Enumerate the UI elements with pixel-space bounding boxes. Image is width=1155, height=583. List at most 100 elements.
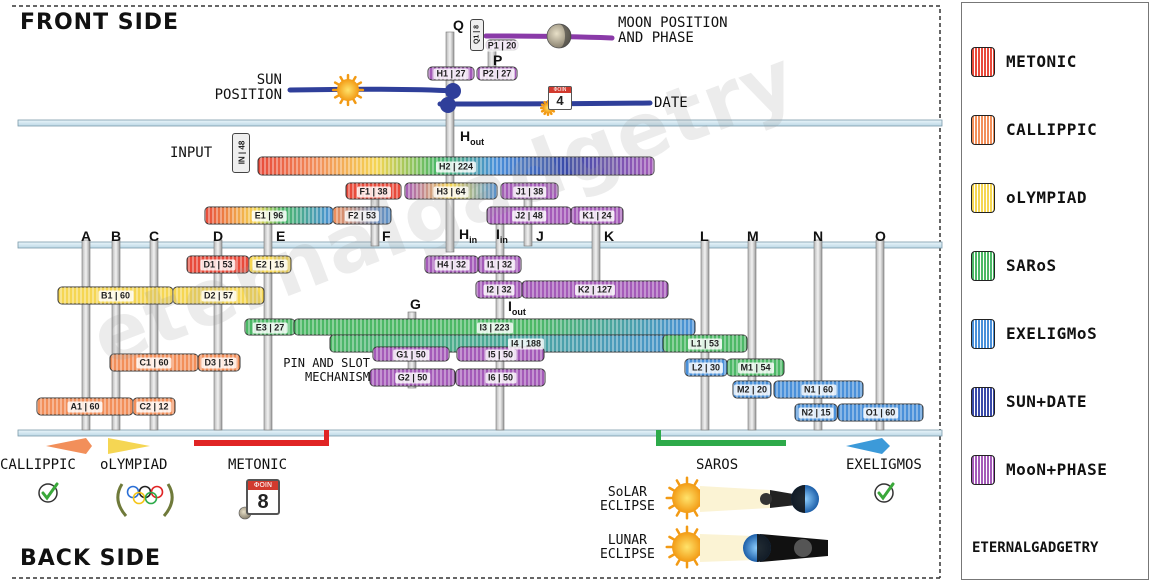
i-in-label: Iin (496, 226, 508, 245)
calendar-month-back: ΦΟΙΝ (248, 481, 278, 490)
i-out-label: Iout (508, 298, 526, 317)
front-frame-border (12, 5, 941, 578)
gear-label-e1: E1 | 96 (251, 210, 287, 222)
axis-letter-l: L (700, 228, 709, 244)
date-pointer-hub (440, 97, 456, 113)
gear-label-k1: K1 | 24 (579, 210, 615, 222)
i-in-main: I (496, 226, 500, 242)
legend-label-6: MooN+PHASE (1006, 460, 1108, 479)
gear-label-l1: L1 | 53 (687, 338, 723, 350)
shaft-n (813, 239, 823, 431)
gear-label-h2: H2 | 224 (435, 161, 477, 172)
legend-swatch-2 (971, 183, 995, 213)
gear-label-m2: M2 | 20 (733, 384, 771, 396)
back-side-title: BACK SIDE (20, 546, 161, 571)
gear-label-c2: C2 | 12 (136, 401, 172, 413)
legend-swatch-0 (971, 47, 995, 77)
gear-label-i6: I6 | 50 (484, 372, 517, 384)
shaft-m (747, 239, 757, 431)
gear-label-c1: C1 | 60 (136, 357, 172, 369)
h-in-main: H (459, 226, 470, 242)
gear-label-e2: E2 | 15 (252, 259, 288, 271)
gear-label-j1: J1 | 38 (512, 186, 547, 197)
shaft-b (111, 239, 121, 431)
exeligmos-check-icon (874, 482, 895, 503)
pin-slot-label: PIN AND SLOT MECHANISM (283, 356, 370, 384)
metonic-label: METONIC (228, 457, 288, 473)
olympiad-label: oLYMPIAD (100, 457, 168, 473)
middle-plate (17, 241, 943, 249)
axis-letter-b: B (111, 228, 122, 244)
moon-position-label: MOON POSITION AND PHASE (618, 15, 728, 46)
legend-label-4: EXELIGMoS (1006, 324, 1098, 343)
gear-label-i3: I3 | 223 (476, 322, 513, 333)
input-crank-knob[interactable]: IN | 48 (232, 133, 250, 173)
gear-label-h3: H3 | 64 (433, 186, 469, 197)
legend-swatch-6 (971, 455, 995, 485)
axis-letter-o: O (875, 228, 886, 244)
q1-gear-label: Q1 | 8 (473, 24, 481, 45)
gear-label-d2: D2 | 57 (200, 290, 237, 302)
axis-letter-k: K (604, 228, 615, 244)
frame-plates (12, 5, 943, 579)
h-out-main: H (460, 128, 471, 144)
axis-letter-a: A (81, 228, 92, 244)
gear-label-e3: E3 | 27 (252, 322, 288, 333)
shaft-a (81, 239, 91, 431)
callippic-label: CALLIPPIC (0, 457, 76, 473)
g-axis-label: G (410, 296, 421, 312)
axis-letter-f: F (382, 228, 391, 244)
olympic-rings-icon (126, 485, 164, 505)
gear-label-h1: H1 | 27 (433, 68, 469, 80)
exeligmos-label: EXELIGMOS (846, 457, 922, 473)
gear-label-g1: G1 | 50 (393, 349, 429, 360)
legend-swatch-4 (971, 319, 995, 349)
i-out-sub: out (511, 306, 526, 317)
q-axis-label: Q (453, 17, 464, 33)
gear-label-f1: F1 | 38 (356, 186, 391, 197)
gear-label-i1: I1 | 32 (483, 259, 516, 271)
gear-label-p2: P2 | 27 (479, 68, 515, 80)
axis-letter-j: J (536, 228, 544, 244)
saros-label: SAROS (696, 457, 739, 473)
solar-eclipse-ray (700, 486, 770, 512)
brand-label: ETERNALGADGETRY (972, 540, 1099, 556)
pointer-icons (38, 23, 895, 569)
shaft-o (875, 239, 885, 431)
gear-label-i4: I4 | 188 (507, 338, 545, 350)
metonic-calendar-icon: ΦΟΙΝ 8 (246, 479, 280, 515)
legend-swatch-3 (971, 251, 995, 281)
gear-label-i2: I2 | 32 (483, 284, 515, 296)
olympiad-pointer (108, 438, 150, 454)
h-out-label: Hout (460, 128, 484, 147)
solar-eclipse-moon-icon (760, 493, 772, 505)
front-side-title: FRONT SIDE (20, 10, 180, 35)
legend-label-5: SUN+DATE (1006, 392, 1088, 411)
callippic-check-icon (38, 482, 59, 503)
legend-label-0: METONIC (1006, 52, 1077, 71)
gear-label-h4: H4 | 32 (433, 259, 470, 271)
h-out-sub: out (470, 136, 485, 147)
laurel-wreath-icon (116, 483, 174, 517)
shaft-d (213, 239, 223, 431)
input-label: INPUT (170, 145, 213, 161)
gear-label-d1: D1 | 53 (200, 259, 236, 271)
metonic-pointer (194, 430, 329, 446)
calendar-day-back: 8 (257, 491, 269, 513)
q-axis-knob: Q1 | 8 (470, 19, 484, 51)
calendar-day: 4 (556, 93, 564, 108)
gear-label-b1: B1 | 60 (97, 290, 134, 302)
front-plate (17, 119, 943, 127)
gear-label-j2: J2 | 48 (512, 210, 546, 222)
back-plate (17, 429, 943, 437)
legend-swatch-5 (971, 387, 995, 417)
h-in-sub: in (469, 234, 478, 245)
earth-night-side (791, 485, 805, 513)
shaft-c (149, 239, 159, 431)
legend-label-1: CALLIPPIC (1006, 120, 1098, 139)
gear-label-g2: G2 | 50 (394, 372, 431, 384)
sun-pointer-hub (445, 83, 461, 99)
solar-eclipse-label: SoLAR ECLIPSE (600, 485, 655, 514)
